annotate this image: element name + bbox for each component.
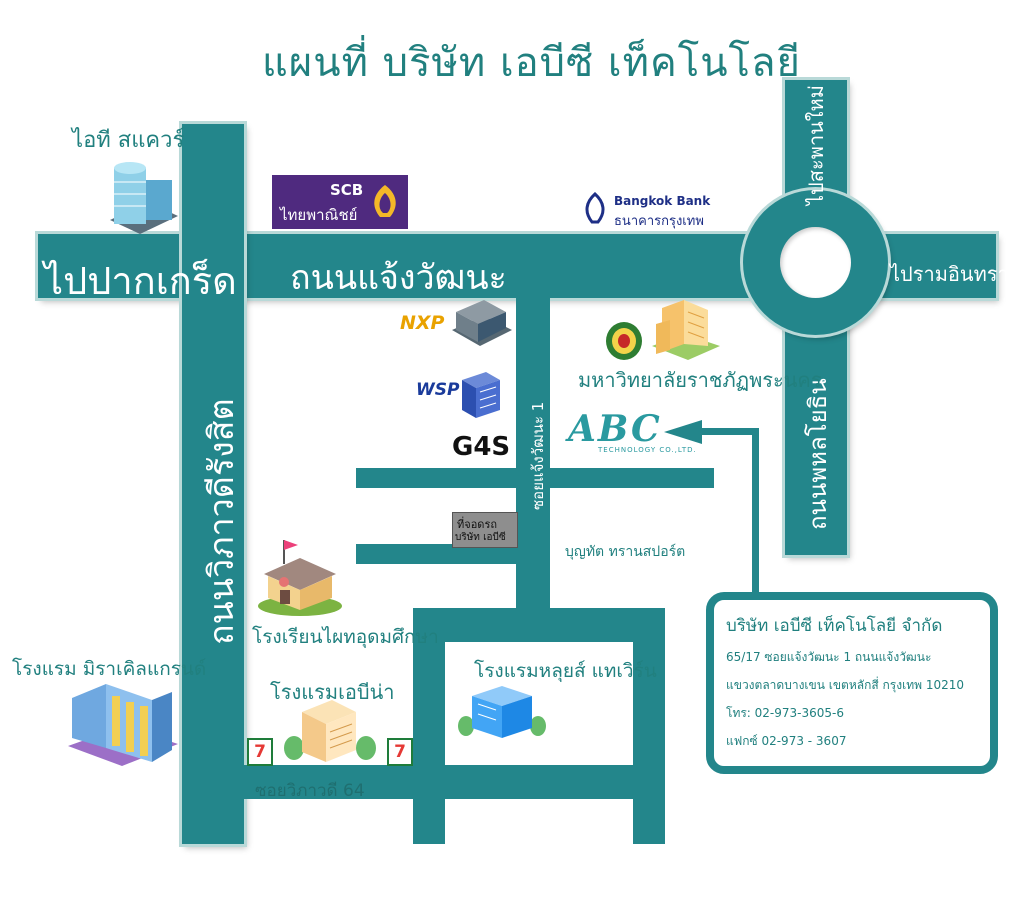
label-soi-chaeng-watthana-1: ซอยแจ้งวัฒนะ 1: [529, 401, 547, 510]
map-title: แผนที่ บริษัท เอบีซี เท็คโนโลยี: [262, 40, 801, 86]
label-vibhavadi: ถนนวิภาวดีรังสิต: [202, 398, 242, 645]
parking-label-1: ที่จอดรถ: [457, 518, 498, 531]
abc-logo: ABC: [568, 408, 662, 450]
scb-thai-label: ไทยพาณิชย์: [280, 206, 358, 224]
scb-logo: SCB ไทยพาณิชย์: [272, 175, 408, 229]
bangkok-bank-emblem-icon: [585, 192, 605, 224]
pointer-arrowhead-icon: [664, 420, 702, 444]
pointer-line-vertical: [752, 428, 759, 596]
bangkok-bank-thai-label: ธนาคารกรุงเทพ: [614, 214, 704, 229]
label-soi-vibhavadi-64: ซอยวิภาวดี 64: [255, 781, 365, 801]
road-soi-chaeng-watthana-1: [516, 298, 550, 610]
label-phahonyothin: ถนนพหลโยธิน: [804, 378, 832, 530]
side-soi-upper: [356, 468, 714, 488]
university-building-icon: [652, 300, 720, 360]
label-louis-hotel: โรงแรมหลุยส์ แทเวิร์น: [474, 660, 657, 682]
scb-emblem-icon: [374, 185, 396, 217]
g4s-logo: G4S: [452, 432, 511, 462]
label-school: โรงเรียนไผทอุดมศึกษา: [252, 626, 439, 648]
seven-eleven-right-label: 7: [394, 742, 406, 762]
parking-box: ที่จอดรถ บริษัท เอบีซี: [452, 512, 518, 548]
company-address-line-1: 65/17 ซอยแจ้งวัฒนะ 1 ถนนแจ้งวัฒนะ: [726, 650, 932, 664]
road-vibhavadi: [182, 124, 244, 844]
loop-left: [413, 608, 445, 844]
nxp-logo: NXP: [400, 312, 445, 334]
label-miracle-hotel: โรงแรม มิราเคิลแกรนด์: [12, 658, 207, 680]
label-university: มหาวิทยาลัยราชภัฏพระนคร: [578, 368, 822, 392]
label-to-saphan-mai: ไปสะพานใหม่: [804, 85, 828, 205]
company-name: บริษัท เอบีซี เท็คโนโลยี จำกัด: [726, 616, 943, 636]
company-fax: แฟกซ์ 02-973 - 3607: [726, 734, 847, 748]
it-square-building-icon: [110, 162, 178, 234]
ebina-hotel-building-icon: [284, 700, 376, 762]
loop-top: [413, 608, 665, 642]
miracle-hotel-building-icon: [68, 684, 178, 766]
side-soi-lower: [356, 544, 516, 564]
bangkok-bank-label: Bangkok Bank: [614, 194, 711, 208]
label-chaeng-watthana: ถนนแจ้งวัฒนะ: [290, 258, 507, 298]
roundabout-center: [780, 227, 851, 298]
parking-label-2: บริษัท เอบีซี: [455, 532, 506, 543]
loop-right: [633, 608, 665, 844]
label-boonyathat: บุญทัต ทรานสปอร์ต: [565, 544, 686, 560]
louis-hotel-building-icon: [458, 686, 546, 738]
school-building-icon: [258, 540, 342, 616]
road-soi-vibhavadi-64: [182, 765, 444, 799]
pointer-line-horizontal: [700, 428, 759, 435]
scb-label: SCB: [330, 181, 364, 199]
wsp-building-icon: [462, 372, 500, 418]
label-ebina-hotel: โรงแรมเอบีน่า: [270, 680, 395, 704]
company-tel: โทร: 02-973-3605-6: [726, 706, 844, 720]
company-address-line-2: แขวงตลาดบางเขน เขตหลักสี่ กรุงเทพ 10210: [726, 678, 964, 692]
seven-eleven-left-icon: 7: [247, 738, 273, 766]
loop-bottom: [413, 765, 665, 799]
university-seal-icon: [606, 322, 642, 360]
abc-subtitle: TECHNOLOGY CO.,LTD.: [598, 446, 697, 454]
label-to-ram-intra: ไปรามอินทรา: [890, 262, 1009, 286]
seven-eleven-right-icon: 7: [387, 738, 413, 766]
label-to-pak-kret: ไปปากเกร็ด: [44, 259, 237, 303]
seven-eleven-left-label: 7: [254, 742, 266, 762]
nxp-building-icon: [452, 300, 512, 346]
wsp-logo: WSP: [416, 380, 460, 400]
label-it-square: ไอที สแควร์: [72, 128, 185, 153]
company-info-box: บริษัท เอบีซี เท็คโนโลยี จำกัด 65/17 ซอย…: [706, 592, 998, 774]
